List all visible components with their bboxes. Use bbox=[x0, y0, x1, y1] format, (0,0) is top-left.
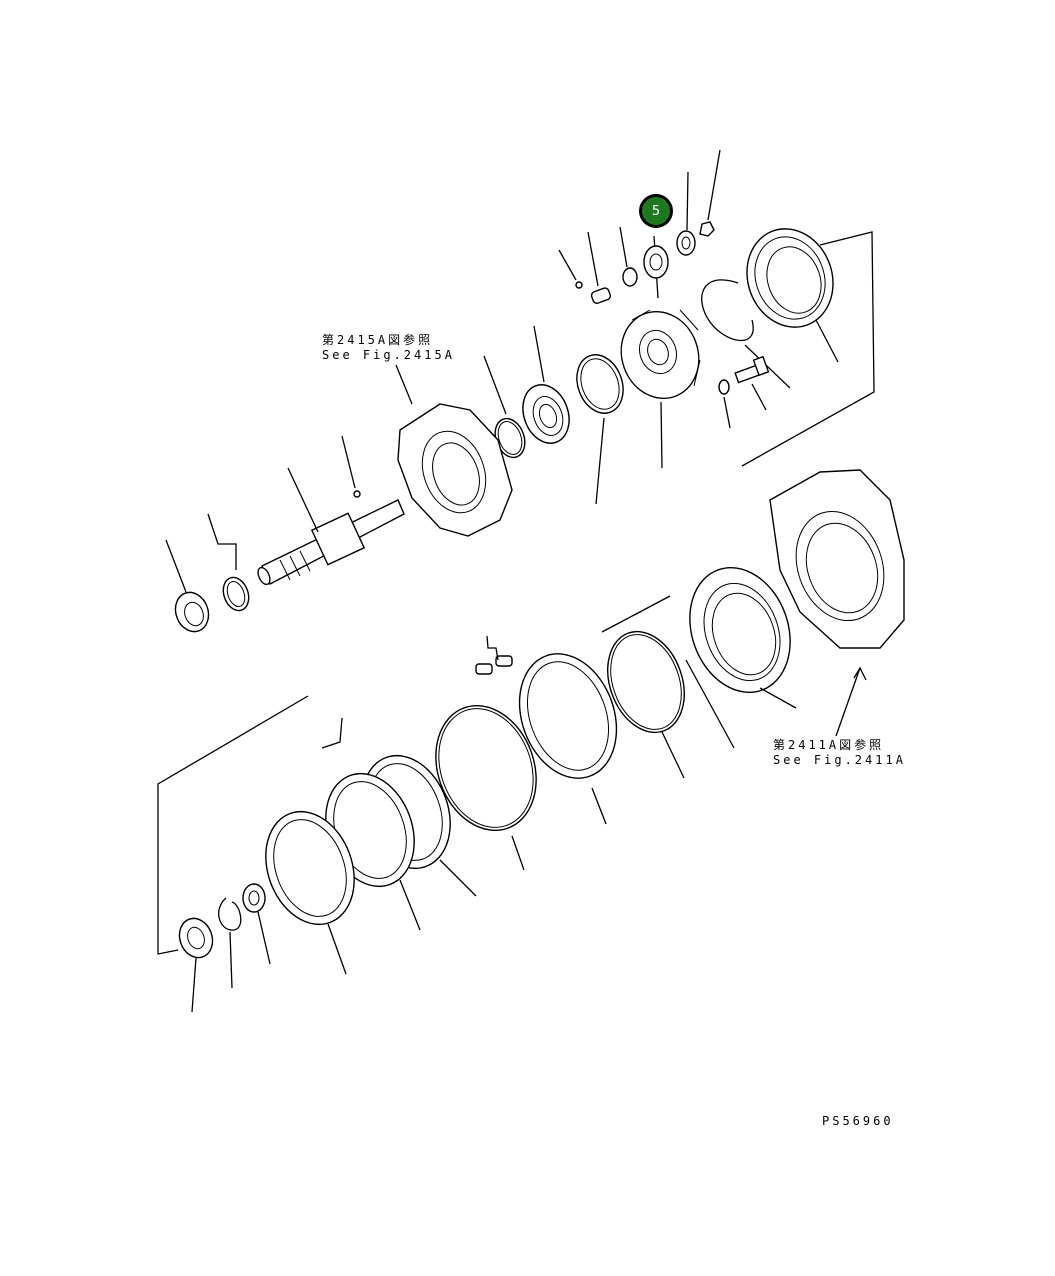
long-pin bbox=[601, 595, 735, 749]
shaft-rings bbox=[207, 513, 250, 612]
ball-marker bbox=[341, 435, 361, 498]
bearing-lower bbox=[178, 917, 214, 1013]
seal-ring-upper bbox=[576, 354, 624, 505]
seal-ring-lower bbox=[607, 630, 685, 779]
outer-disc bbox=[265, 810, 355, 975]
piston bbox=[518, 653, 618, 825]
reference-2411a-en: See Fig.2411A bbox=[773, 753, 906, 767]
pinion-gear bbox=[643, 245, 669, 279]
small-nut bbox=[699, 149, 721, 237]
thrust-washer bbox=[619, 226, 638, 287]
reference-2411a[interactable]: 第2411A図参照 See Fig.2411A bbox=[773, 738, 906, 768]
reference-2415a[interactable]: 第2415A図参照 See Fig.2415A bbox=[322, 333, 455, 363]
planet-carrier bbox=[620, 235, 701, 469]
shaft-bearing bbox=[165, 539, 210, 633]
ring-gear bbox=[746, 228, 839, 363]
lower-assembly bbox=[157, 469, 905, 1013]
carrier-housing bbox=[395, 364, 513, 537]
transmission-case bbox=[769, 469, 905, 737]
piston-housing bbox=[689, 566, 797, 709]
bearing-upper bbox=[522, 325, 570, 444]
ball bbox=[558, 249, 583, 289]
needle-bearing bbox=[676, 171, 696, 256]
pin bbox=[587, 231, 612, 304]
lock-nut bbox=[242, 883, 271, 965]
snap-ring-upper bbox=[701, 279, 791, 389]
upper-assembly bbox=[165, 149, 875, 633]
callout-5[interactable]: 5 bbox=[639, 194, 673, 228]
bolt bbox=[734, 355, 770, 411]
output-shaft bbox=[257, 467, 405, 586]
springs bbox=[475, 635, 513, 675]
washer-small bbox=[718, 379, 731, 429]
drawing-code: PS56960 bbox=[822, 1114, 894, 1128]
reference-2415a-en: See Fig.2415A bbox=[322, 348, 455, 362]
snap-ring-lower bbox=[218, 897, 242, 989]
o-ring-lower bbox=[435, 704, 537, 871]
reference-2415a-jp: 第2415A図参照 bbox=[322, 333, 434, 347]
o-ring-upper bbox=[483, 355, 526, 459]
reference-2411a-jp: 第2411A図参照 bbox=[773, 738, 885, 752]
